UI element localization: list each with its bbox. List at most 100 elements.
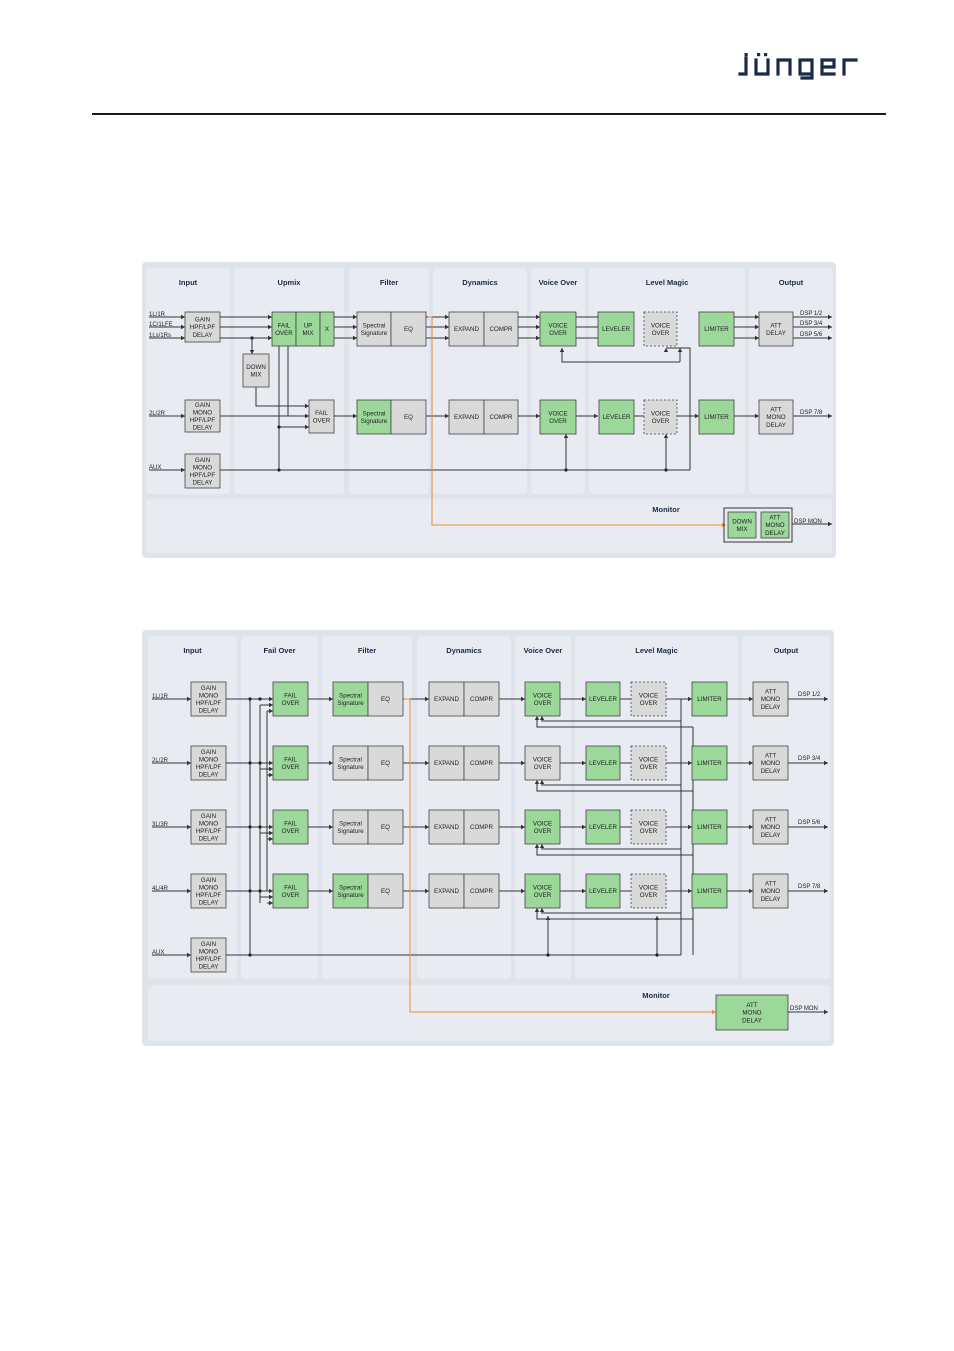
section-title: Output bbox=[774, 646, 799, 655]
expand-block-3 bbox=[428, 809, 465, 845]
connector bbox=[666, 347, 691, 470]
arrowhead bbox=[329, 824, 333, 830]
output-label: DSP 5/6 bbox=[798, 820, 821, 826]
limiter-block-2-text: LIMITER bbox=[697, 760, 722, 767]
arrowhead bbox=[181, 413, 185, 419]
output-block-2-text: ATT bbox=[770, 407, 781, 414]
output-block-1-text: MONO bbox=[761, 696, 780, 703]
junger-logo bbox=[738, 53, 858, 80]
input-aux-block-text: MONO bbox=[193, 464, 212, 471]
output-block-3 bbox=[752, 809, 789, 845]
compr-block-1 bbox=[463, 681, 500, 717]
section-title: Dynamics bbox=[446, 646, 481, 655]
compr-block-3-text: COMPR bbox=[470, 824, 494, 831]
arrowhead bbox=[181, 467, 185, 473]
spectral-block-1 bbox=[332, 681, 369, 717]
monitor-down-mix-block-text: MIX bbox=[736, 526, 747, 533]
section-title: Level Magic bbox=[635, 646, 678, 655]
eq-block-1 bbox=[367, 681, 404, 717]
arrowhead bbox=[559, 348, 565, 352]
voice-over-block-1-text: OVER bbox=[534, 700, 552, 707]
fail-over-block-1-text: FAIL bbox=[284, 692, 297, 699]
input-stereo-block-text: DELAY bbox=[193, 425, 213, 432]
eq-block-2-text: EQ bbox=[404, 414, 413, 421]
input-label: 2L/2R bbox=[149, 411, 166, 417]
fail-over-block bbox=[271, 311, 297, 347]
spectral-block-3-text: Spectral bbox=[339, 820, 362, 827]
voice-over-dashed-block-4-text: OVER bbox=[640, 892, 658, 899]
compr-block-2-text: COMPR bbox=[470, 760, 494, 767]
voice-over-block-2-text: OVER bbox=[549, 418, 567, 425]
section-title: Voice Over bbox=[539, 278, 578, 287]
voice-over-block-2 bbox=[539, 399, 577, 435]
voice-over-dashed-block-3-text: OVER bbox=[640, 828, 658, 835]
arrowhead bbox=[824, 888, 828, 894]
arrowhead bbox=[545, 916, 551, 920]
arrowhead bbox=[828, 324, 832, 330]
input-aux-block-text: GAIN bbox=[201, 941, 216, 948]
spectral-block-2-text: Signature bbox=[361, 418, 388, 425]
input-block-3-text: GAIN bbox=[201, 813, 216, 820]
input-stereo-block bbox=[184, 399, 221, 433]
output-block-2-text: ATT bbox=[765, 753, 776, 760]
input-label: 1L/1R bbox=[152, 694, 169, 700]
voice-over-block-2-text: OVER bbox=[534, 764, 552, 771]
voice-over-block-3 bbox=[524, 809, 561, 845]
compr-block bbox=[483, 311, 519, 347]
arrowhead bbox=[712, 1009, 716, 1015]
arrowhead bbox=[269, 900, 273, 906]
junction-dot bbox=[546, 953, 550, 957]
input-stereo-block-text: MONO bbox=[193, 409, 212, 416]
voice-over-block-2-text: VOICE bbox=[533, 756, 552, 763]
fail-over-block-2-text: OVER bbox=[282, 764, 300, 771]
junction-dot bbox=[248, 761, 252, 765]
output-block-2-text: DELAY bbox=[761, 768, 781, 775]
arrowhead bbox=[187, 696, 191, 702]
input-aux-block-text: MONO bbox=[199, 948, 218, 955]
arrowhead bbox=[353, 413, 357, 419]
expand-block-4 bbox=[428, 873, 465, 909]
output-block-text: ATT bbox=[770, 322, 781, 329]
junction-dot bbox=[248, 953, 252, 957]
compr-block-4 bbox=[463, 873, 500, 909]
output-block-2-text: DELAY bbox=[766, 422, 786, 429]
arrowhead bbox=[582, 888, 586, 894]
arrowhead bbox=[425, 824, 429, 830]
arrowhead bbox=[755, 413, 759, 419]
section-monitor bbox=[146, 499, 832, 553]
connector bbox=[428, 316, 724, 526]
input-block-2 bbox=[190, 745, 227, 781]
arrowhead bbox=[521, 888, 525, 894]
spectral-block-2 bbox=[356, 399, 392, 435]
output-block-4-text: DELAY bbox=[761, 896, 781, 903]
up-mix-block-text: MIX bbox=[302, 330, 313, 337]
input-label: 1L/1R bbox=[149, 312, 166, 318]
arrowhead bbox=[249, 350, 255, 354]
arrowhead bbox=[269, 894, 273, 900]
arrowhead bbox=[594, 413, 598, 419]
limiter-block-3 bbox=[691, 809, 728, 845]
header-rule bbox=[92, 113, 886, 115]
output-label: DSP 3/4 bbox=[800, 321, 823, 327]
voice-over-dashed-block-2-text: OVER bbox=[640, 764, 658, 771]
fail-over-block-2-text: FAIL bbox=[315, 410, 328, 417]
arrowhead bbox=[663, 434, 669, 438]
monitor-att-block-text: MONO bbox=[765, 522, 784, 529]
section-title: Level Magic bbox=[646, 278, 689, 287]
input-gain-block-text: GAIN bbox=[195, 317, 210, 324]
fail-over-block-2-text: OVER bbox=[313, 417, 331, 424]
input-gain-block-text: HPF/LPF bbox=[190, 324, 216, 331]
voice-over-dashed-block-3 bbox=[630, 809, 667, 845]
expand-block-text: EXPAND bbox=[454, 326, 480, 333]
fail-over-block-3-text: FAIL bbox=[284, 820, 297, 827]
section-voice-over bbox=[531, 268, 585, 494]
arrowhead bbox=[536, 324, 540, 330]
arrowhead bbox=[269, 702, 273, 708]
input-block-4-text: GAIN bbox=[201, 877, 216, 884]
spectral-block-3-text: Signature bbox=[337, 828, 364, 835]
leveler-block-4 bbox=[585, 873, 621, 909]
limiter-block-4-text: LIMITER bbox=[697, 888, 722, 895]
junction-dot bbox=[258, 761, 262, 765]
limiter-block-text: LIMITER bbox=[704, 326, 729, 333]
